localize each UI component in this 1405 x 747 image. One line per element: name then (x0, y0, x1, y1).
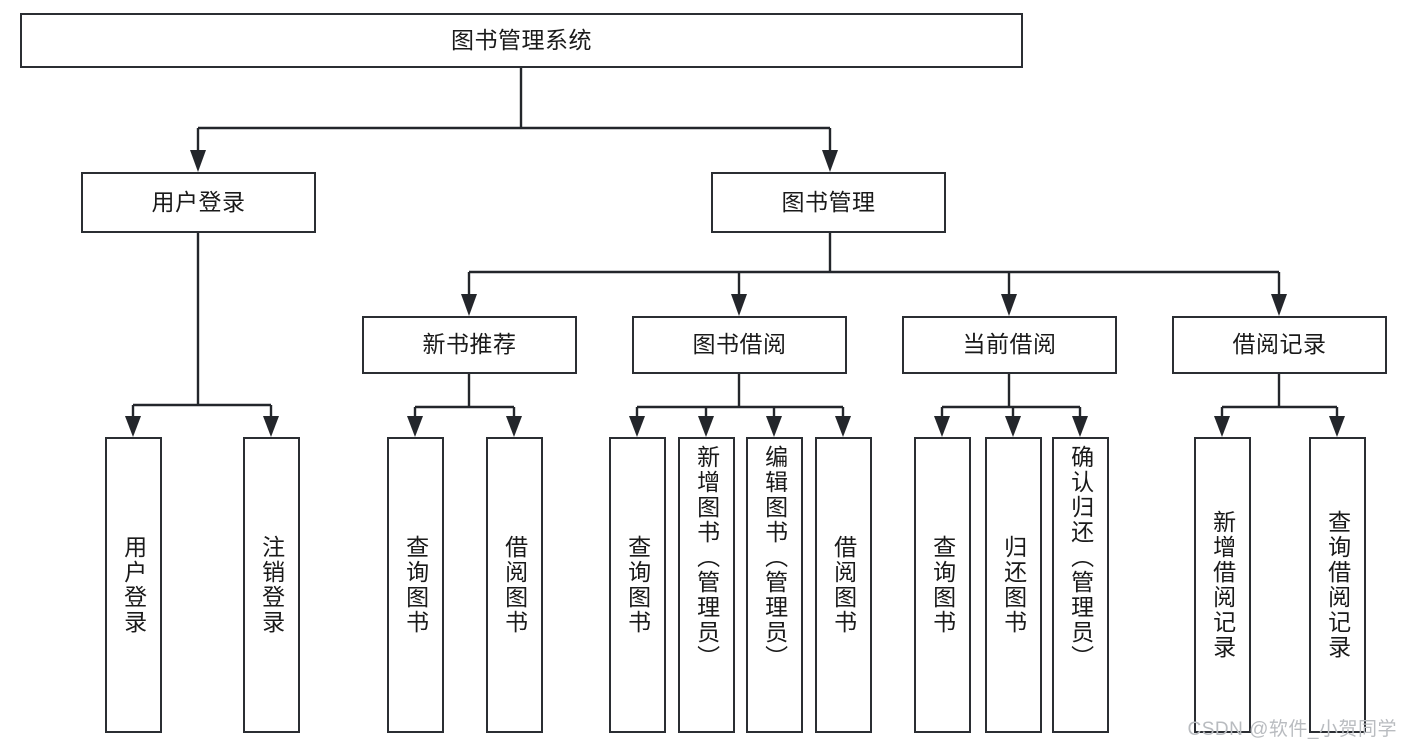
arrow-level3-0 (461, 294, 477, 316)
leaf-current-query-book[interactable]: 查询图书 (914, 437, 971, 733)
leaf-label: 查询图书 (402, 535, 429, 635)
arrow-leaf-current-2 (1072, 416, 1088, 437)
leaf-label: 查询借阅记录 (1324, 510, 1351, 660)
leaf-current-return-book[interactable]: 归还图书 (985, 437, 1042, 733)
leaf-borrow-borrow-book[interactable]: 借阅图书 (815, 437, 872, 733)
arrow-level3-2 (1001, 294, 1017, 316)
arrow-level3-1 (731, 294, 747, 316)
node-label: 图书管理系统 (451, 26, 592, 53)
leaf-label: 借阅图书 (830, 535, 857, 635)
node-new-book-recommend[interactable]: 新书推荐 (362, 316, 577, 374)
node-label: 借阅记录 (1232, 331, 1327, 358)
arrow-leaf-record-0 (1214, 416, 1230, 437)
arrow-leaf-borrow-0 (629, 416, 645, 437)
arrow-leaf-recommend-1 (506, 416, 522, 437)
node-label: 用户登录 (151, 188, 246, 215)
arrow-leaf-record-1 (1329, 416, 1345, 437)
arrow-leaf-current-1 (1005, 416, 1021, 437)
node-label: 新书推荐 (422, 331, 517, 358)
leaf-label: 查询图书 (624, 535, 651, 635)
leaf-label: 编辑图书（管理员） (761, 445, 788, 670)
leaf-label: 新增借阅记录 (1209, 510, 1236, 660)
arrow-level3-3 (1271, 294, 1287, 316)
leaf-record-add-record[interactable]: 新增借阅记录 (1194, 437, 1251, 733)
leaf-recommend-borrow-book[interactable]: 借阅图书 (486, 437, 543, 733)
leaf-borrow-add-book-admin[interactable]: 新增图书（管理员） (678, 437, 735, 733)
leaf-recommend-query-book[interactable]: 查询图书 (387, 437, 444, 733)
leaf-label: 归还图书 (1000, 535, 1027, 635)
leaf-user-login-logout[interactable]: 注销登录 (243, 437, 300, 733)
arrow-leaf-recommend-0 (407, 416, 423, 437)
arrow-root-to-user-login (190, 150, 206, 172)
arrow-leaf-current-0 (934, 416, 950, 437)
leaf-label: 用户登录 (120, 535, 147, 635)
node-label: 当前借阅 (962, 331, 1057, 358)
arrow-leaf-user-login-0 (125, 416, 141, 437)
arrow-leaf-user-login-1 (263, 416, 279, 437)
node-borrow-record[interactable]: 借阅记录 (1172, 316, 1387, 374)
leaf-record-query-record[interactable]: 查询借阅记录 (1309, 437, 1366, 733)
leaf-label: 查询图书 (929, 535, 956, 635)
arrow-root-to-book-mgmt (822, 150, 838, 172)
arrow-leaf-borrow-2 (766, 416, 782, 437)
leaf-user-login-login[interactable]: 用户登录 (105, 437, 162, 733)
node-book-borrow[interactable]: 图书借阅 (632, 316, 847, 374)
leaf-borrow-edit-book-admin[interactable]: 编辑图书（管理员） (746, 437, 803, 733)
node-book-management[interactable]: 图书管理 (711, 172, 946, 233)
leaf-current-confirm-return-admin[interactable]: 确认归还（管理员） (1052, 437, 1109, 733)
leaf-borrow-query-book[interactable]: 查询图书 (609, 437, 666, 733)
node-label: 图书借阅 (692, 331, 787, 358)
leaf-label: 新增图书（管理员） (693, 445, 720, 670)
node-root-book-management-system[interactable]: 图书管理系统 (20, 13, 1023, 68)
node-label: 图书管理 (781, 188, 876, 215)
arrow-leaf-borrow-1 (698, 416, 714, 437)
leaf-label: 借阅图书 (501, 535, 528, 635)
leaf-label: 注销登录 (258, 535, 285, 635)
leaf-label: 确认归还（管理员） (1067, 445, 1094, 670)
node-user-login[interactable]: 用户登录 (81, 172, 316, 233)
node-current-borrow[interactable]: 当前借阅 (902, 316, 1117, 374)
arrow-leaf-borrow-3 (835, 416, 851, 437)
csdn-watermark: CSDN @软件_小贺同学 (1187, 719, 1397, 740)
